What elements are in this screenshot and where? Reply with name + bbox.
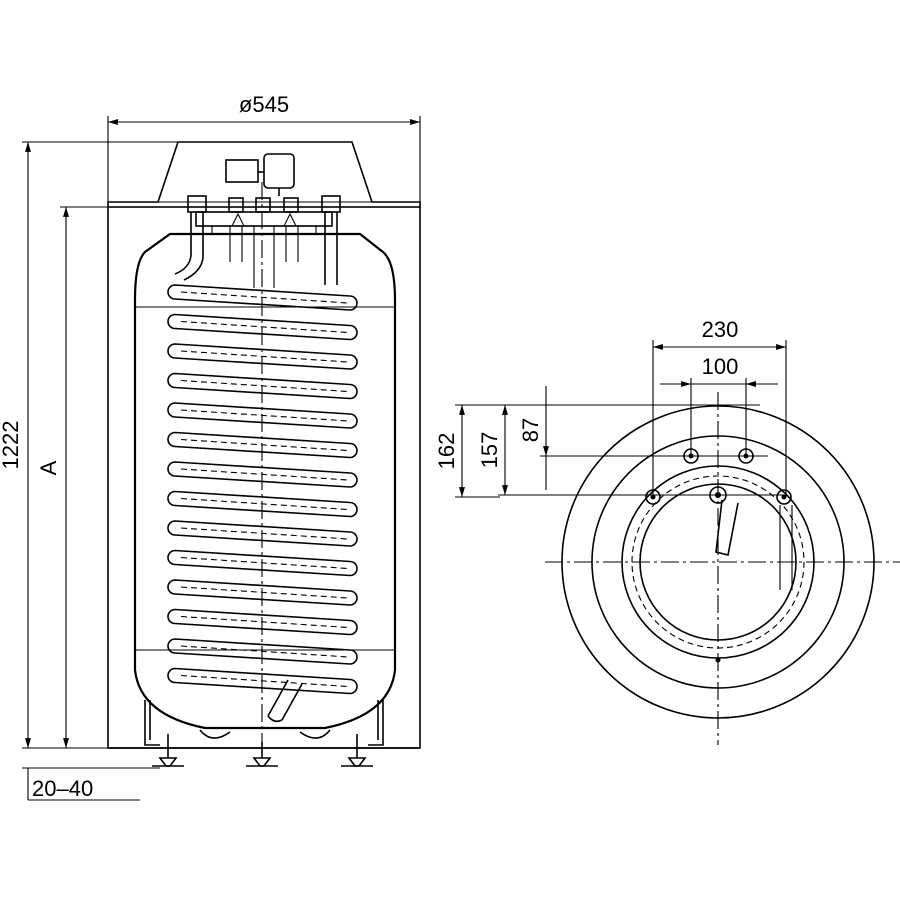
diameter-label: ø545 [239,92,289,117]
coil-turn [167,284,358,311]
width-230-label: 230 [702,317,739,342]
flange [195,211,333,227]
depth-162-label: 162 [434,433,459,470]
coil-turn-centerline [180,527,349,540]
side-view: ø545 1222 A 20–40 [0,92,421,801]
depth-157-label: 157 [477,432,502,469]
coil-turn [167,638,358,665]
coil-turn-centerline [180,497,349,511]
coil-turn-centerline [180,350,349,363]
coil-outlet [267,679,303,723]
coil-turn-centerline [180,291,349,304]
coil-turn [167,490,358,518]
inner-tank [133,232,397,730]
coil-turn-centerline [180,556,349,570]
support-feet [144,700,384,767]
heat-exchanger-coil [167,284,358,695]
a-label: A [36,460,61,475]
outer-jacket [107,206,421,749]
coil-turn [167,608,358,636]
coil-turn-centerline [180,409,349,422]
coil-turn [167,461,358,488]
coil-turn [167,667,358,695]
angled-pipe [715,499,739,556]
coil-turn-centerline [180,468,349,481]
coil-turn [167,520,358,547]
width-100-label: 100 [702,354,739,379]
thermostat-unit [225,153,295,196]
height-label: 1222 [0,421,23,470]
coil-turn-centerline [180,438,349,452]
coil-turn-centerline [180,674,349,688]
coil-turn [167,579,358,606]
depth-87-label: 87 [518,418,543,442]
coil-turn [167,372,358,400]
coil-turn [167,343,358,370]
heating-element [229,212,299,288]
coil-turn [167,431,358,459]
top-nozzles [187,195,341,213]
top-cover [107,141,421,207]
feet-height-label: 20–40 [32,776,93,801]
coil-turn-centerline [180,645,349,658]
top-view: 162 157 87 230 100 [434,317,900,745]
coil-turn [167,313,358,341]
coil-turn-centerline [180,615,349,629]
coil-turn-centerline [180,320,349,334]
coil-turn-centerline [180,379,349,393]
coil-turn [167,402,358,429]
coil-turn-centerline [180,586,349,599]
coil-turn [167,549,358,577]
